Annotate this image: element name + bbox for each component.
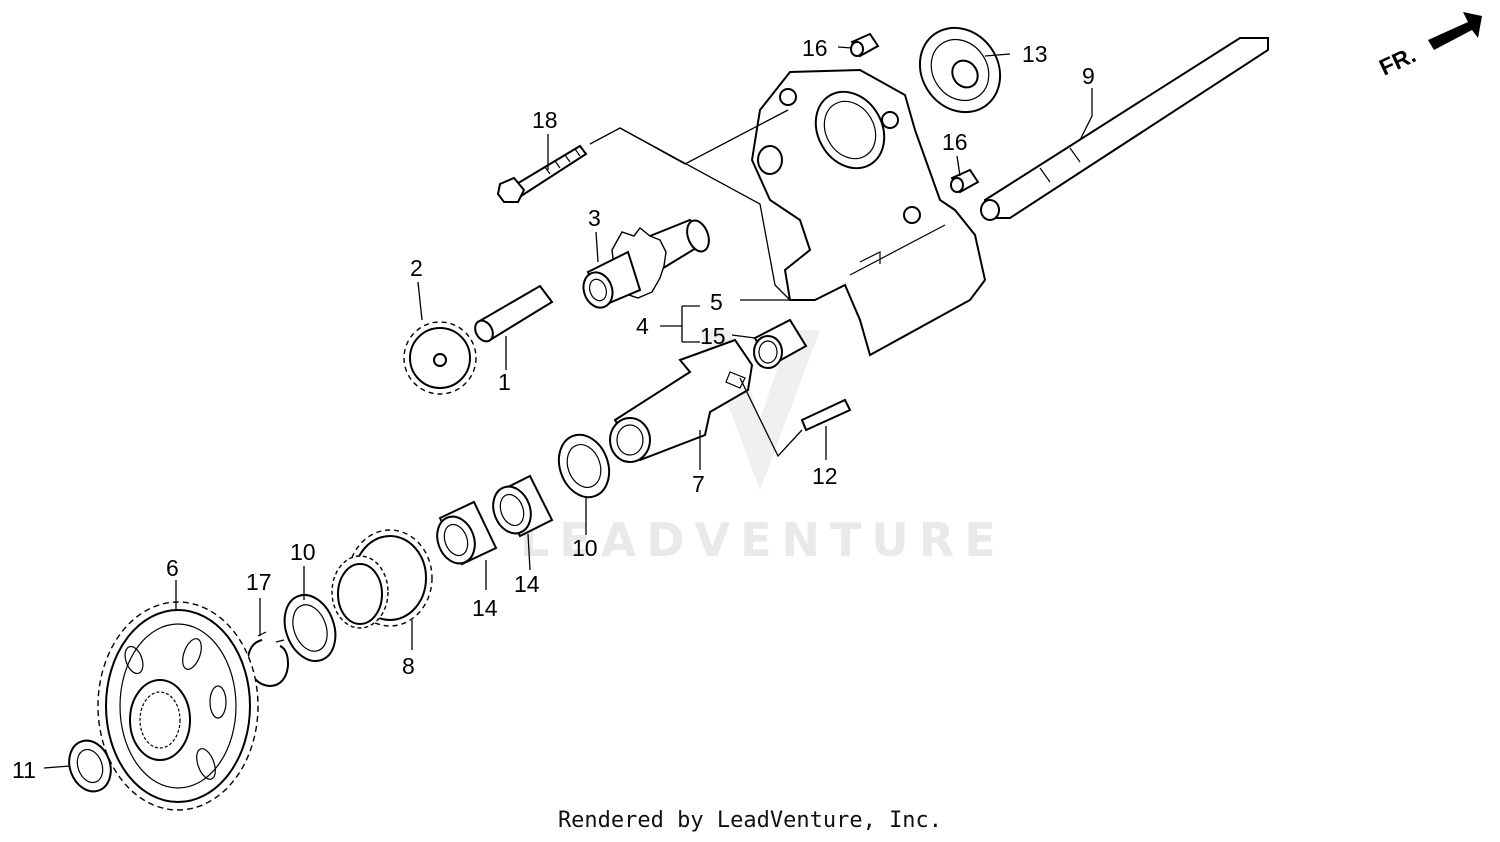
callout-17: 17 — [246, 569, 272, 595]
callout-12: 12 — [812, 463, 838, 489]
part-1-shaft — [474, 284, 554, 343]
part-3-gear-shaft — [582, 218, 710, 309]
part-14-bearing-lower — [436, 500, 498, 566]
part-9-shaft — [980, 37, 1269, 221]
part-6-large-gear — [97, 601, 259, 811]
part-11-washer — [68, 739, 112, 793]
callout-4: 4 — [636, 313, 649, 339]
callout-15: 15 — [700, 323, 726, 349]
callout-11: 11 — [12, 757, 36, 783]
callout-2: 2 — [410, 255, 423, 281]
part-14-bearing-upper — [492, 474, 554, 538]
callouts: 16 13 9 18 16 3 2 5 4 15 1 7 12 10 14 14… — [12, 35, 1095, 783]
callout-1: 1 — [498, 369, 511, 395]
part-7-sleeve — [609, 338, 754, 463]
callout-7: 7 — [692, 471, 705, 497]
part-10-washer-lower — [283, 594, 337, 662]
callout-10-upper: 10 — [572, 535, 598, 561]
callout-8: 8 — [402, 653, 415, 679]
front-arrow-icon — [1428, 12, 1482, 50]
part-16-dowel-lower — [950, 168, 980, 194]
callout-5: 5 — [710, 289, 723, 315]
callout-10-lower: 10 — [290, 539, 316, 565]
part-13-bearing — [918, 26, 1002, 114]
watermark-text: LEADVENTURE — [520, 513, 1006, 567]
callout-18: 18 — [532, 107, 558, 133]
part-12-pin — [800, 398, 852, 432]
part-10-washer-upper — [557, 433, 611, 499]
callout-9: 9 — [1082, 63, 1095, 89]
leader-lines — [43, 46, 1093, 769]
part-2-gear — [403, 321, 477, 395]
callout-14-upper: 14 — [514, 571, 540, 597]
callout-6: 6 — [166, 555, 179, 581]
callout-16-upper: 16 — [802, 35, 828, 61]
front-label: FR. — [1375, 41, 1420, 80]
part-17-circlip — [247, 631, 290, 688]
part-5-housing — [750, 68, 987, 357]
part-15-needle-bearing — [753, 318, 808, 369]
part-8-gear — [331, 529, 433, 629]
callout-3: 3 — [588, 205, 601, 231]
callout-16-lower: 16 — [942, 129, 968, 155]
callout-13: 13 — [1022, 41, 1048, 67]
part-16-dowel-upper — [850, 32, 880, 58]
render-credit: Rendered by LeadVenture, Inc. — [557, 808, 943, 833]
part-18-bolt — [496, 144, 588, 203]
callout-14-lower: 14 — [472, 595, 498, 621]
front-indicator: FR. — [1375, 12, 1482, 81]
